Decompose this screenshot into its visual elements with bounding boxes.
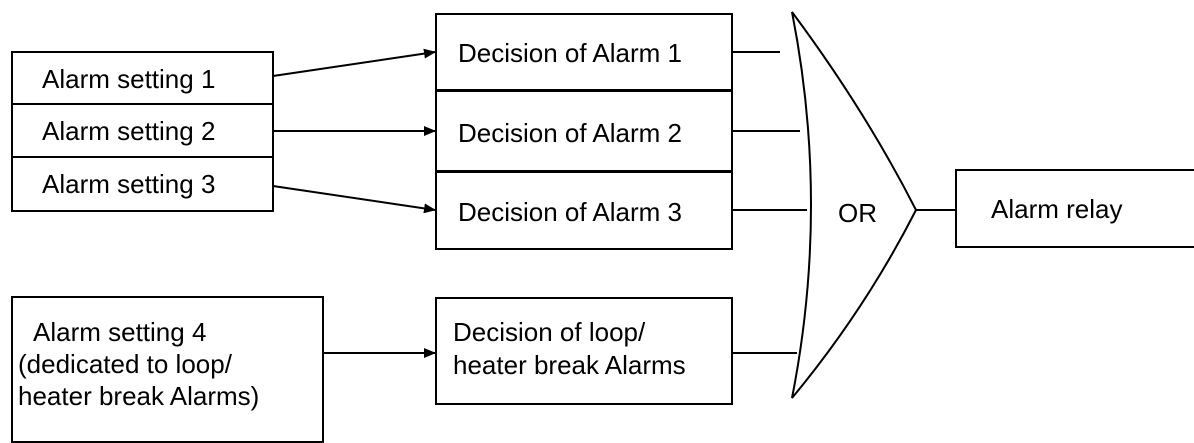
alarm-setting-1-box: Alarm setting 1 bbox=[11, 51, 274, 105]
decision-loop-heater-box: Decision of loop/ heater break Alarms bbox=[435, 297, 733, 405]
alarm-setting-3-label: Alarm setting 3 bbox=[42, 169, 216, 199]
decision-alarm-1-label: Decision of Alarm 1 bbox=[458, 38, 682, 68]
decision-alarm-3-box: Decision of Alarm 3 bbox=[435, 171, 733, 250]
alarm-setting-2-box: Alarm setting 2 bbox=[11, 103, 274, 158]
arrow-setting3-to-decision3 bbox=[272, 185, 436, 214]
alarm-setting-4-line1: Alarm setting 4 bbox=[33, 317, 207, 347]
decision-loop-heater-line1: Decision of loop/ bbox=[453, 317, 646, 347]
alarm-setting-4-line2: (dedicated to loop/ bbox=[18, 349, 232, 379]
decision-alarm-2-label: Decision of Alarm 2 bbox=[458, 118, 682, 148]
alarm-setting-2-label: Alarm setting 2 bbox=[42, 116, 216, 146]
decision-alarm-2-box: Decision of Alarm 2 bbox=[435, 90, 733, 172]
alarm-setting-4-box: Alarm setting 4 (dedicated to loop/ heat… bbox=[11, 296, 324, 443]
alarm-setting-4-line3: heater break Alarms) bbox=[18, 381, 260, 411]
alarm-relay-label: Alarm relay bbox=[991, 194, 1123, 224]
decision-alarm-1-box: Decision of Alarm 1 bbox=[435, 13, 733, 91]
or-gate-shape bbox=[791, 11, 918, 399]
or-gate-label: OR bbox=[838, 198, 877, 228]
alarm-setting-1-label: Alarm setting 1 bbox=[42, 64, 216, 94]
alarm-setting-3-box: Alarm setting 3 bbox=[11, 156, 274, 212]
decision-loop-heater-line2: heater break Alarms bbox=[453, 350, 686, 380]
alarm-relay-box: Alarm relay bbox=[955, 169, 1194, 248]
arrow-setting1-to-decision1 bbox=[272, 48, 436, 77]
decision-alarm-3-label: Decision of Alarm 3 bbox=[458, 197, 682, 227]
